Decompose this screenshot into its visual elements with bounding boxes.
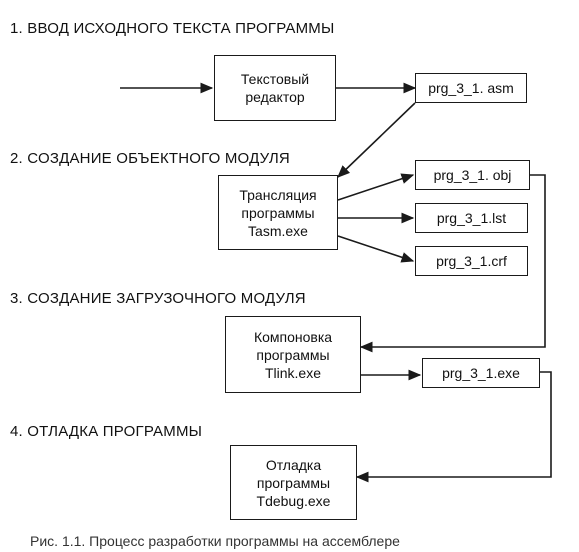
process-line: программы [256, 346, 330, 363]
exe-to-debug-arrow [355, 371, 552, 483]
process-line: Компоновка [253, 328, 333, 345]
stage-1-heading: 1. ВВОД ИСХОДНОГО ТЕКСТА ПРОГРАММЫ [10, 20, 335, 37]
process-line: Tdebug.exe [256, 492, 331, 509]
translate-to-crf-arrow [337, 235, 415, 263]
process-line: программы [256, 474, 331, 491]
process-line: программы [241, 204, 315, 221]
process-line: редактор [245, 89, 305, 105]
process-line: Tasm.exe [248, 222, 308, 239]
process-link: Компоновка программы Tlink.exe [225, 316, 361, 393]
process-translate: Трансляция программы Tasm.exe [218, 175, 338, 250]
obj-to-link-arrow [359, 174, 546, 353]
process-line: Текстовый [240, 71, 310, 87]
stage-3-heading: 3. СОЗДАНИЕ ЗАГРУЗОЧНОГО МОДУЛЯ [10, 290, 306, 307]
process-line: Отладка [265, 456, 322, 473]
file-lst: prg_3_1.lst [415, 203, 528, 233]
stage-2-heading: 2. СОЗДАНИЕ ОБЪЕКТНОГО МОДУЛЯ [10, 150, 290, 167]
process-line: Tlink.exe [264, 364, 321, 381]
translate-to-obj-arrow [337, 173, 415, 201]
file-crf: prg_3_1.crf [415, 246, 528, 276]
process-debug: Отладка программы Tdebug.exe [230, 445, 357, 520]
file-asm: prg_3_1. asm [415, 73, 527, 103]
asm-to-translate-arrow [337, 102, 416, 178]
figure-caption: Рис. 1.1. Процесс разработки программы н… [30, 533, 400, 549]
file-exe: prg_3_1.exe [422, 358, 540, 388]
process-text-editor: Текстовый редактор [214, 55, 336, 121]
process-line: Трансляция [239, 186, 317, 203]
file-obj: prg_3_1. obj [415, 160, 530, 190]
stage-4-heading: 4. ОТЛАДКА ПРОГРАММЫ [10, 423, 203, 440]
